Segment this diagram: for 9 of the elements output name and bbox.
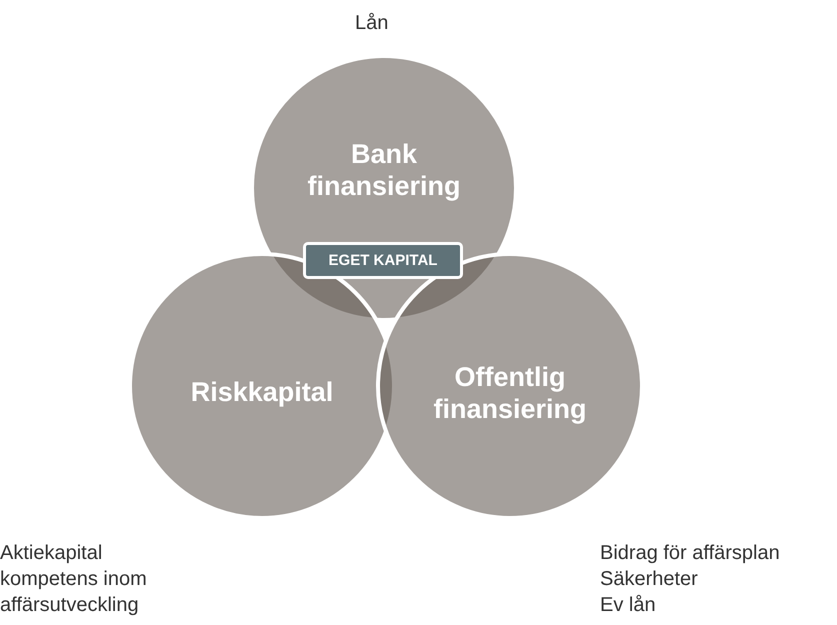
note-text: Säkerheter bbox=[600, 567, 699, 592]
note-text: Bidrag för affärsplan bbox=[600, 541, 781, 566]
circle-label: Riskkapital bbox=[190, 376, 334, 408]
circle-label: Bank finansiering bbox=[306, 138, 462, 202]
circle-label: Offentlig finansiering bbox=[432, 361, 588, 425]
note-text: Aktiekapital bbox=[0, 541, 104, 566]
note-text: Lån bbox=[355, 11, 390, 36]
note-text: kompetens inom affärsutveckling bbox=[0, 567, 148, 618]
note-text: Ev lån bbox=[600, 593, 657, 618]
